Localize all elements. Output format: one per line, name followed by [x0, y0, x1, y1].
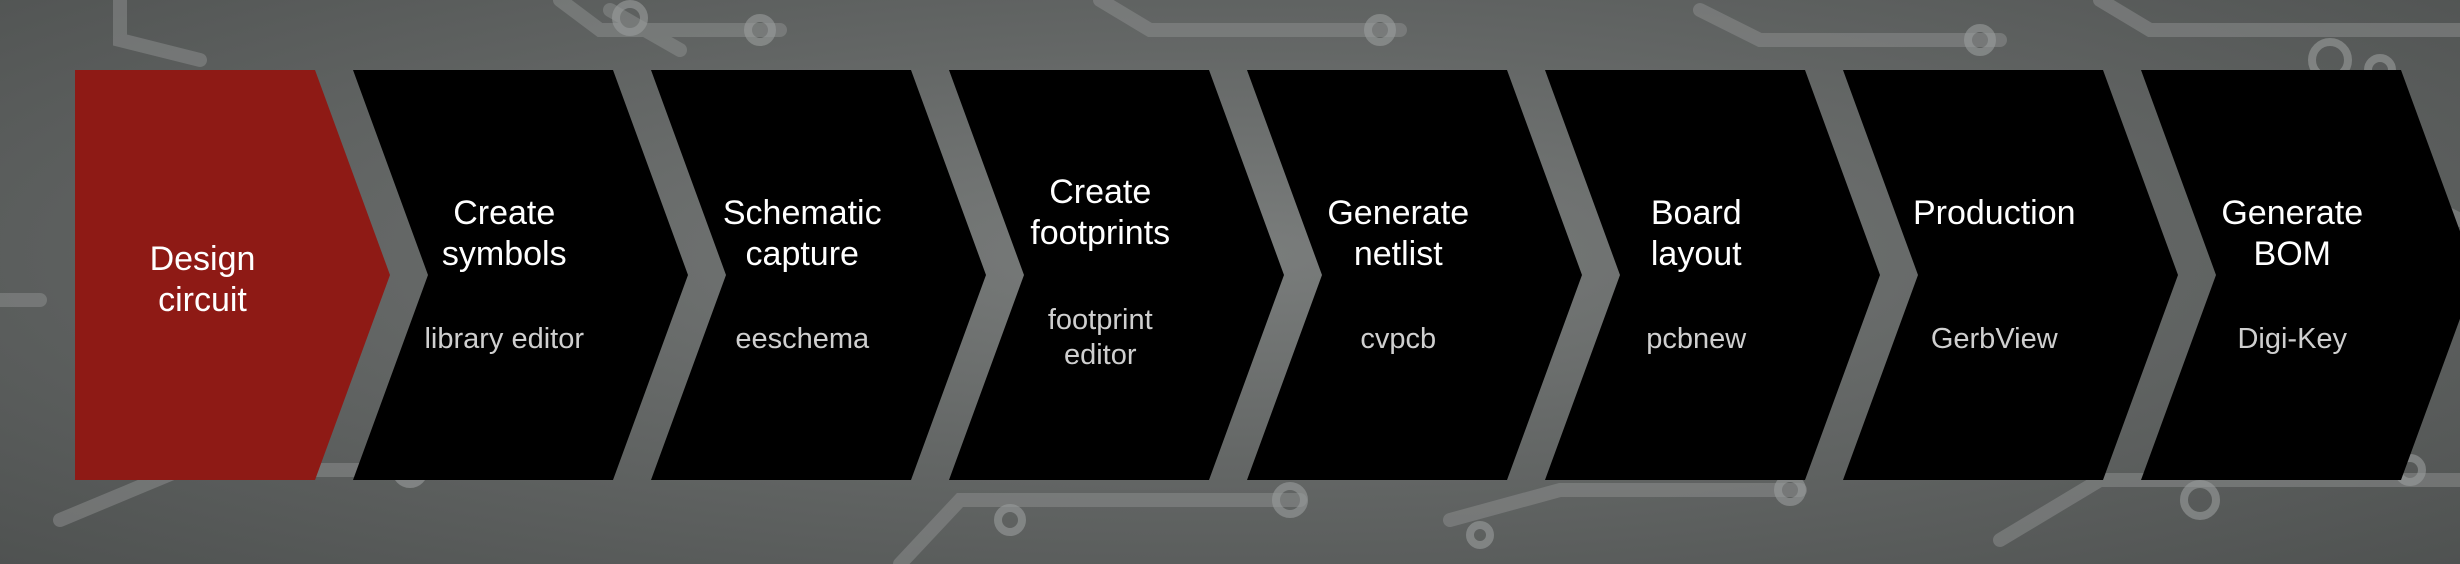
step-chevron-7 [1843, 70, 2178, 480]
step-tool-7: GerbView [1930, 323, 2058, 355]
step-chevron-1 [75, 70, 390, 480]
step-title-7: Production [1912, 194, 2076, 232]
step-tool-5: cvpcb [1360, 323, 1437, 355]
step-title-3: Schematic capture [722, 194, 882, 274]
step-chevron-2 [353, 70, 688, 480]
step-title-8: Generate BOM [2221, 194, 2364, 274]
step-title-2: Create symbols [441, 194, 567, 274]
step-tool-8: Digi-Key [2237, 323, 2348, 355]
step-chevron-8 [2141, 70, 2460, 480]
step-chevron-4 [949, 70, 1284, 480]
step-chevron-6 [1545, 70, 1880, 480]
step-title-4: Create footprints [1030, 173, 1171, 253]
step-title-6: Board layout [1650, 194, 1742, 274]
step-chevron-3 [651, 70, 986, 480]
step-tool-2: library editor [424, 323, 585, 355]
step-tool-3: eeschema [735, 323, 870, 355]
step-tool-6: pcbnew [1646, 323, 1747, 355]
step-tool-4: footprint editor [1047, 304, 1153, 372]
step-title-5: Generate netlist [1327, 194, 1470, 274]
step-chevron-5 [1247, 70, 1582, 480]
step-title-1: Design circuit [149, 240, 256, 320]
